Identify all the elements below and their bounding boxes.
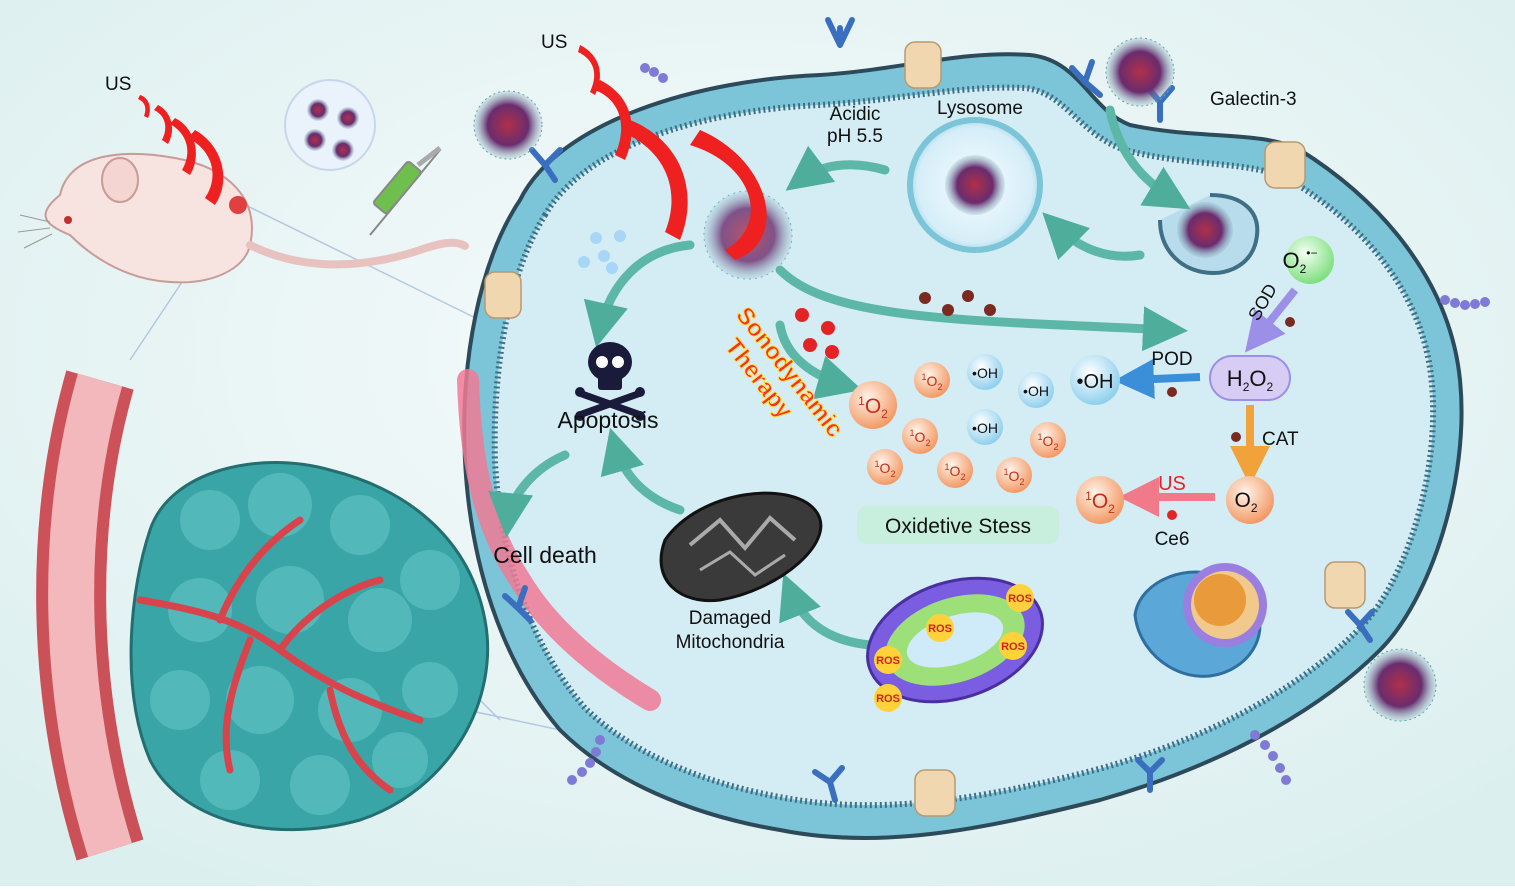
particles [578, 230, 1295, 520]
mouse-icon [17, 152, 469, 284]
oxidative-stress-box: Oxidetive Stess [857, 506, 1059, 544]
singlet-label: O [1092, 490, 1108, 513]
damaged-mitochondria-icon [659, 491, 823, 603]
svg-text:•OH: •OH [1023, 383, 1049, 399]
svg-text:1O2: 1O2 [910, 428, 931, 448]
nanoparticle-icon [332, 139, 354, 161]
mitochondria-icon [866, 576, 1044, 704]
hydroxyl-radical: •OH [967, 409, 1003, 445]
label-us-mouse: US [105, 74, 131, 95]
membrane-channels [484, 41, 1366, 817]
nanoparticle-icon [304, 129, 326, 151]
skull-crossbones-icon [575, 342, 645, 421]
hydroxyl-radical: •OH [1070, 355, 1120, 405]
nanoparticle-icon [945, 155, 1005, 215]
label-damaged: Damaged [689, 608, 771, 629]
label-cell-death: Cell death [493, 542, 597, 568]
nanoparticle-icon [473, 90, 543, 160]
blood-vessel [36, 370, 144, 861]
singlet-oxygen: 1O2 [996, 457, 1032, 493]
svg-text:1O2: 1O2 [922, 372, 943, 392]
svg-text:•OH: •OH [972, 365, 998, 381]
sod-arrow [1245, 287, 1299, 353]
ros-label: ROS [1001, 641, 1025, 653]
ros-label: ROS [928, 623, 952, 635]
svg-text:1O2: 1O2 [1085, 489, 1115, 516]
svg-text:O2•−: O2•− [1282, 246, 1317, 276]
oxidative-label: Oxidetive Stess [885, 515, 1031, 538]
singlet-label: O [865, 395, 881, 418]
label-us-cell: US [541, 32, 567, 53]
tumor-vessels [136, 516, 424, 794]
singlet-oxygen: 1O2 [867, 449, 903, 485]
singlet-label: O [950, 463, 961, 479]
svg-text:1O2: 1O2 [858, 394, 888, 421]
nanoparticle-bubble [284, 79, 376, 171]
syringe-icon [369, 146, 442, 236]
label-mitochondria: Mitochondria [676, 632, 785, 653]
ros-label: ROS [876, 655, 900, 667]
hydroxyl-radical: •OH [967, 354, 1003, 390]
label-lysosome: Lysosome [937, 98, 1023, 119]
singlet-label: O [1009, 468, 1020, 484]
nanoparticle-icon [1105, 37, 1175, 107]
endosome [1158, 193, 1260, 275]
svg-text:1O2: 1O2 [945, 462, 966, 482]
tumor [129, 461, 490, 832]
ros-label: ROS [876, 693, 900, 705]
svg-text:1O2: 1O2 [1004, 467, 1025, 487]
svg-text:H2O2: H2O2 [1227, 366, 1274, 394]
label-galectin: Galectin-3 [1210, 89, 1297, 110]
lysosome [907, 117, 1043, 253]
singlet-oxygen: 1O2 [849, 381, 897, 429]
singlet-oxygen: 1O2 [902, 418, 938, 454]
nanoparticle-icon [307, 99, 329, 121]
ultrasound-waves-mouse [138, 95, 224, 205]
label-pod: POD [1151, 349, 1192, 370]
nanoparticles [473, 37, 1437, 722]
label-ph: pH 5.5 [827, 126, 883, 147]
svg-text:•OH: •OH [1076, 371, 1113, 393]
o2-label: O [1234, 489, 1250, 512]
hydroxyl-radical: •OH [1018, 372, 1054, 408]
singlet-label: O [880, 460, 891, 476]
ultrasound-waves-cell [578, 45, 767, 260]
svg-text:1O2: 1O2 [875, 459, 896, 479]
superoxide: O2•− [1282, 236, 1334, 284]
nanoparticle-icon [1177, 202, 1233, 258]
ros-badges: ROS ROS ROS ROS ROS [874, 584, 1034, 712]
svg-text:1O2: 1O2 [1038, 432, 1059, 452]
glycan-chains [567, 63, 1490, 785]
singlet-oxygen: 1O2 [914, 362, 950, 398]
singlet-label: O [1043, 433, 1054, 449]
hydroxyl-group: •OH •OH •OH •OH [967, 354, 1120, 445]
pathway-arrows [488, 105, 1191, 650]
singlet-label: O [915, 429, 926, 445]
ros-label: ROS [1008, 593, 1032, 605]
singlet-oxygen: 1O2 [937, 452, 973, 488]
damaged-membrane [457, 369, 661, 711]
label-us-red: US [1158, 473, 1186, 495]
nanoparticle-icon [337, 107, 359, 129]
h2o2-label: H [1227, 366, 1243, 391]
label-acidic: Acidic [830, 104, 881, 125]
svg-text:•OH: •OH [972, 420, 998, 436]
svg-text:O2: O2 [1234, 489, 1257, 515]
singlet-oxygen: 1O2 [1030, 422, 1066, 458]
oxygen: O2 [1226, 476, 1274, 524]
hydrogen-peroxide: H2O2 [1209, 355, 1291, 401]
singlet-oxygen: 1O2 [1076, 476, 1124, 524]
label-ce6: Ce6 [1155, 529, 1190, 550]
pod-arrow [1114, 358, 1201, 399]
superoxide-label: O [1282, 248, 1299, 273]
nanoparticle-icon [1363, 648, 1437, 722]
singlet-label: O [927, 373, 938, 389]
nucleus-icon [1133, 563, 1267, 678]
label-cat: CAT [1262, 429, 1299, 450]
singlet-oxygen-group: 1O2 1O2 1O2 1O2 1O2 1O2 1O2 1O2 [849, 362, 1124, 524]
label-apoptosis: Apoptosis [557, 407, 658, 433]
